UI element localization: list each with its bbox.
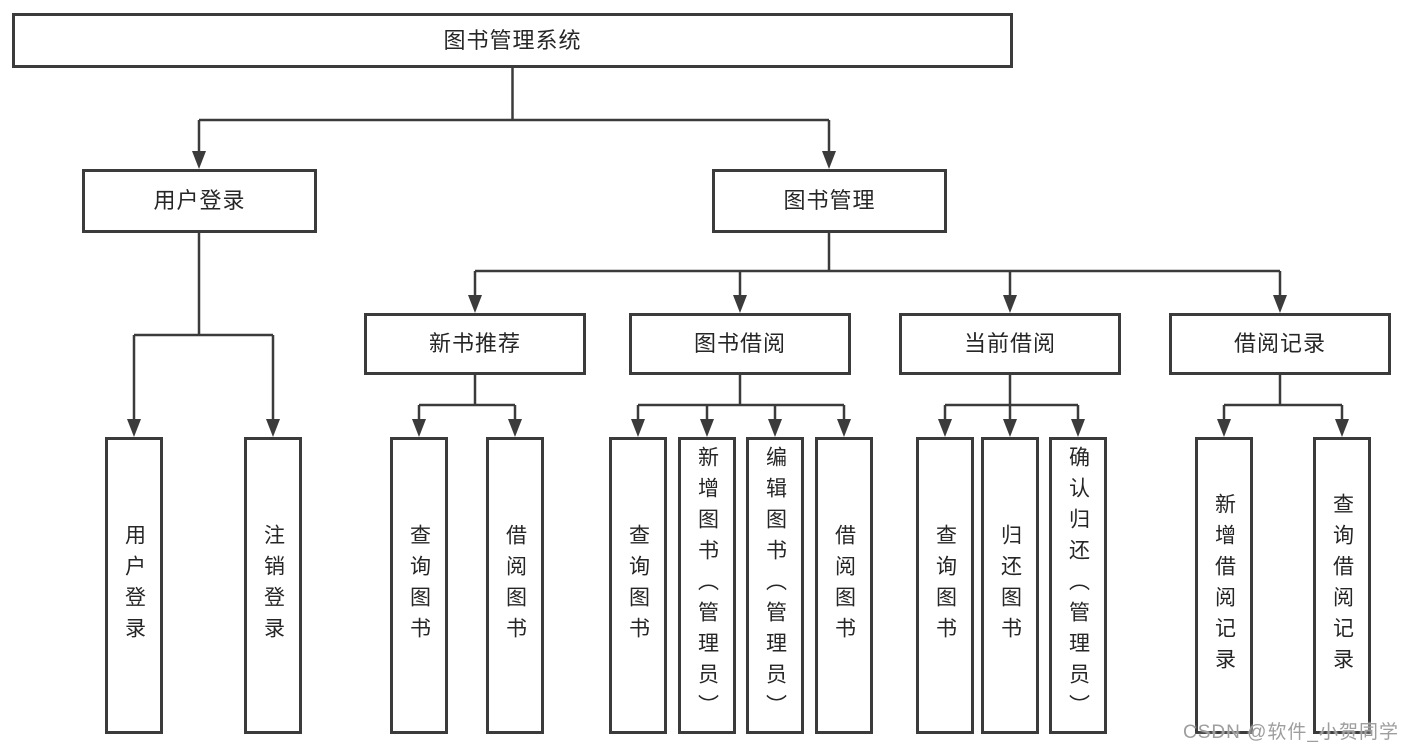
node-new-book-recommend: 新书推荐 [364,313,586,375]
node-book-borrow: 图书借阅 [629,313,851,375]
node-root: 图书管理系统 [12,13,1013,68]
leaf-current-confirm-return-admin: 确认归还（管理员） [1049,437,1107,734]
leaf-current-return-books: 归还图书 [981,437,1039,734]
arrowheads [127,151,1349,437]
node-user-login: 用户登录 [82,169,317,233]
leaf-current-query-books: 查询图书 [916,437,974,734]
leaf-borrow-borrow-books: 借阅图书 [815,437,873,734]
node-borrow-records: 借阅记录 [1169,313,1391,375]
leaf-records-query-record: 查询借阅记录 [1313,437,1371,734]
leaf-borrow-query-books: 查询图书 [609,437,667,734]
csdn-watermark: CSDN @软件_小贺同学 [1183,722,1399,743]
leaf-borrow-add-books-admin: 新增图书（管理员） [678,437,736,734]
leaf-logout: 注销登录 [244,437,302,734]
leaf-records-add-record: 新增借阅记录 [1195,437,1253,734]
node-book-management: 图书管理 [712,169,947,233]
leaf-recommend-query-books: 查询图书 [390,437,448,734]
leaf-recommend-borrow-books: 借阅图书 [486,437,544,734]
leaf-borrow-edit-books-admin: 编辑图书（管理员） [746,437,804,734]
leaf-user-login: 用户登录 [105,437,163,734]
node-current-borrow: 当前借阅 [899,313,1121,375]
